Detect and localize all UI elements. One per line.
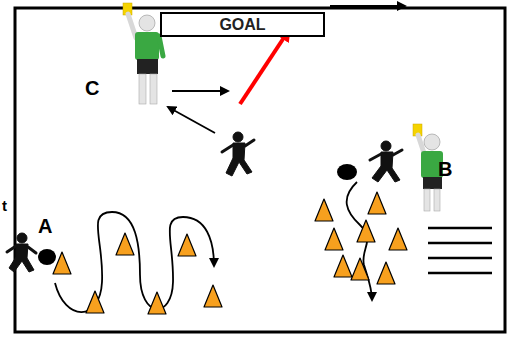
player-b	[370, 141, 402, 182]
station-letter: C	[85, 78, 99, 98]
referee-c	[123, 3, 163, 104]
station-letter: B	[438, 159, 452, 179]
top-arrow	[330, 5, 405, 7]
dribble-path	[55, 212, 214, 312]
goal-label: GOAL	[219, 17, 265, 33]
cones	[53, 192, 407, 314]
pass-arrow	[168, 107, 215, 133]
goal-box: GOAL	[160, 12, 325, 37]
ball	[38, 249, 56, 265]
player-center	[222, 132, 254, 176]
station-letter: t	[2, 198, 7, 213]
field-border	[15, 8, 505, 332]
ball	[337, 164, 357, 180]
player-a	[7, 233, 36, 272]
run-arrow	[172, 90, 228, 92]
station-letter: A	[38, 216, 52, 236]
ladder-lines	[428, 228, 492, 273]
shot-arrow	[240, 30, 289, 104]
